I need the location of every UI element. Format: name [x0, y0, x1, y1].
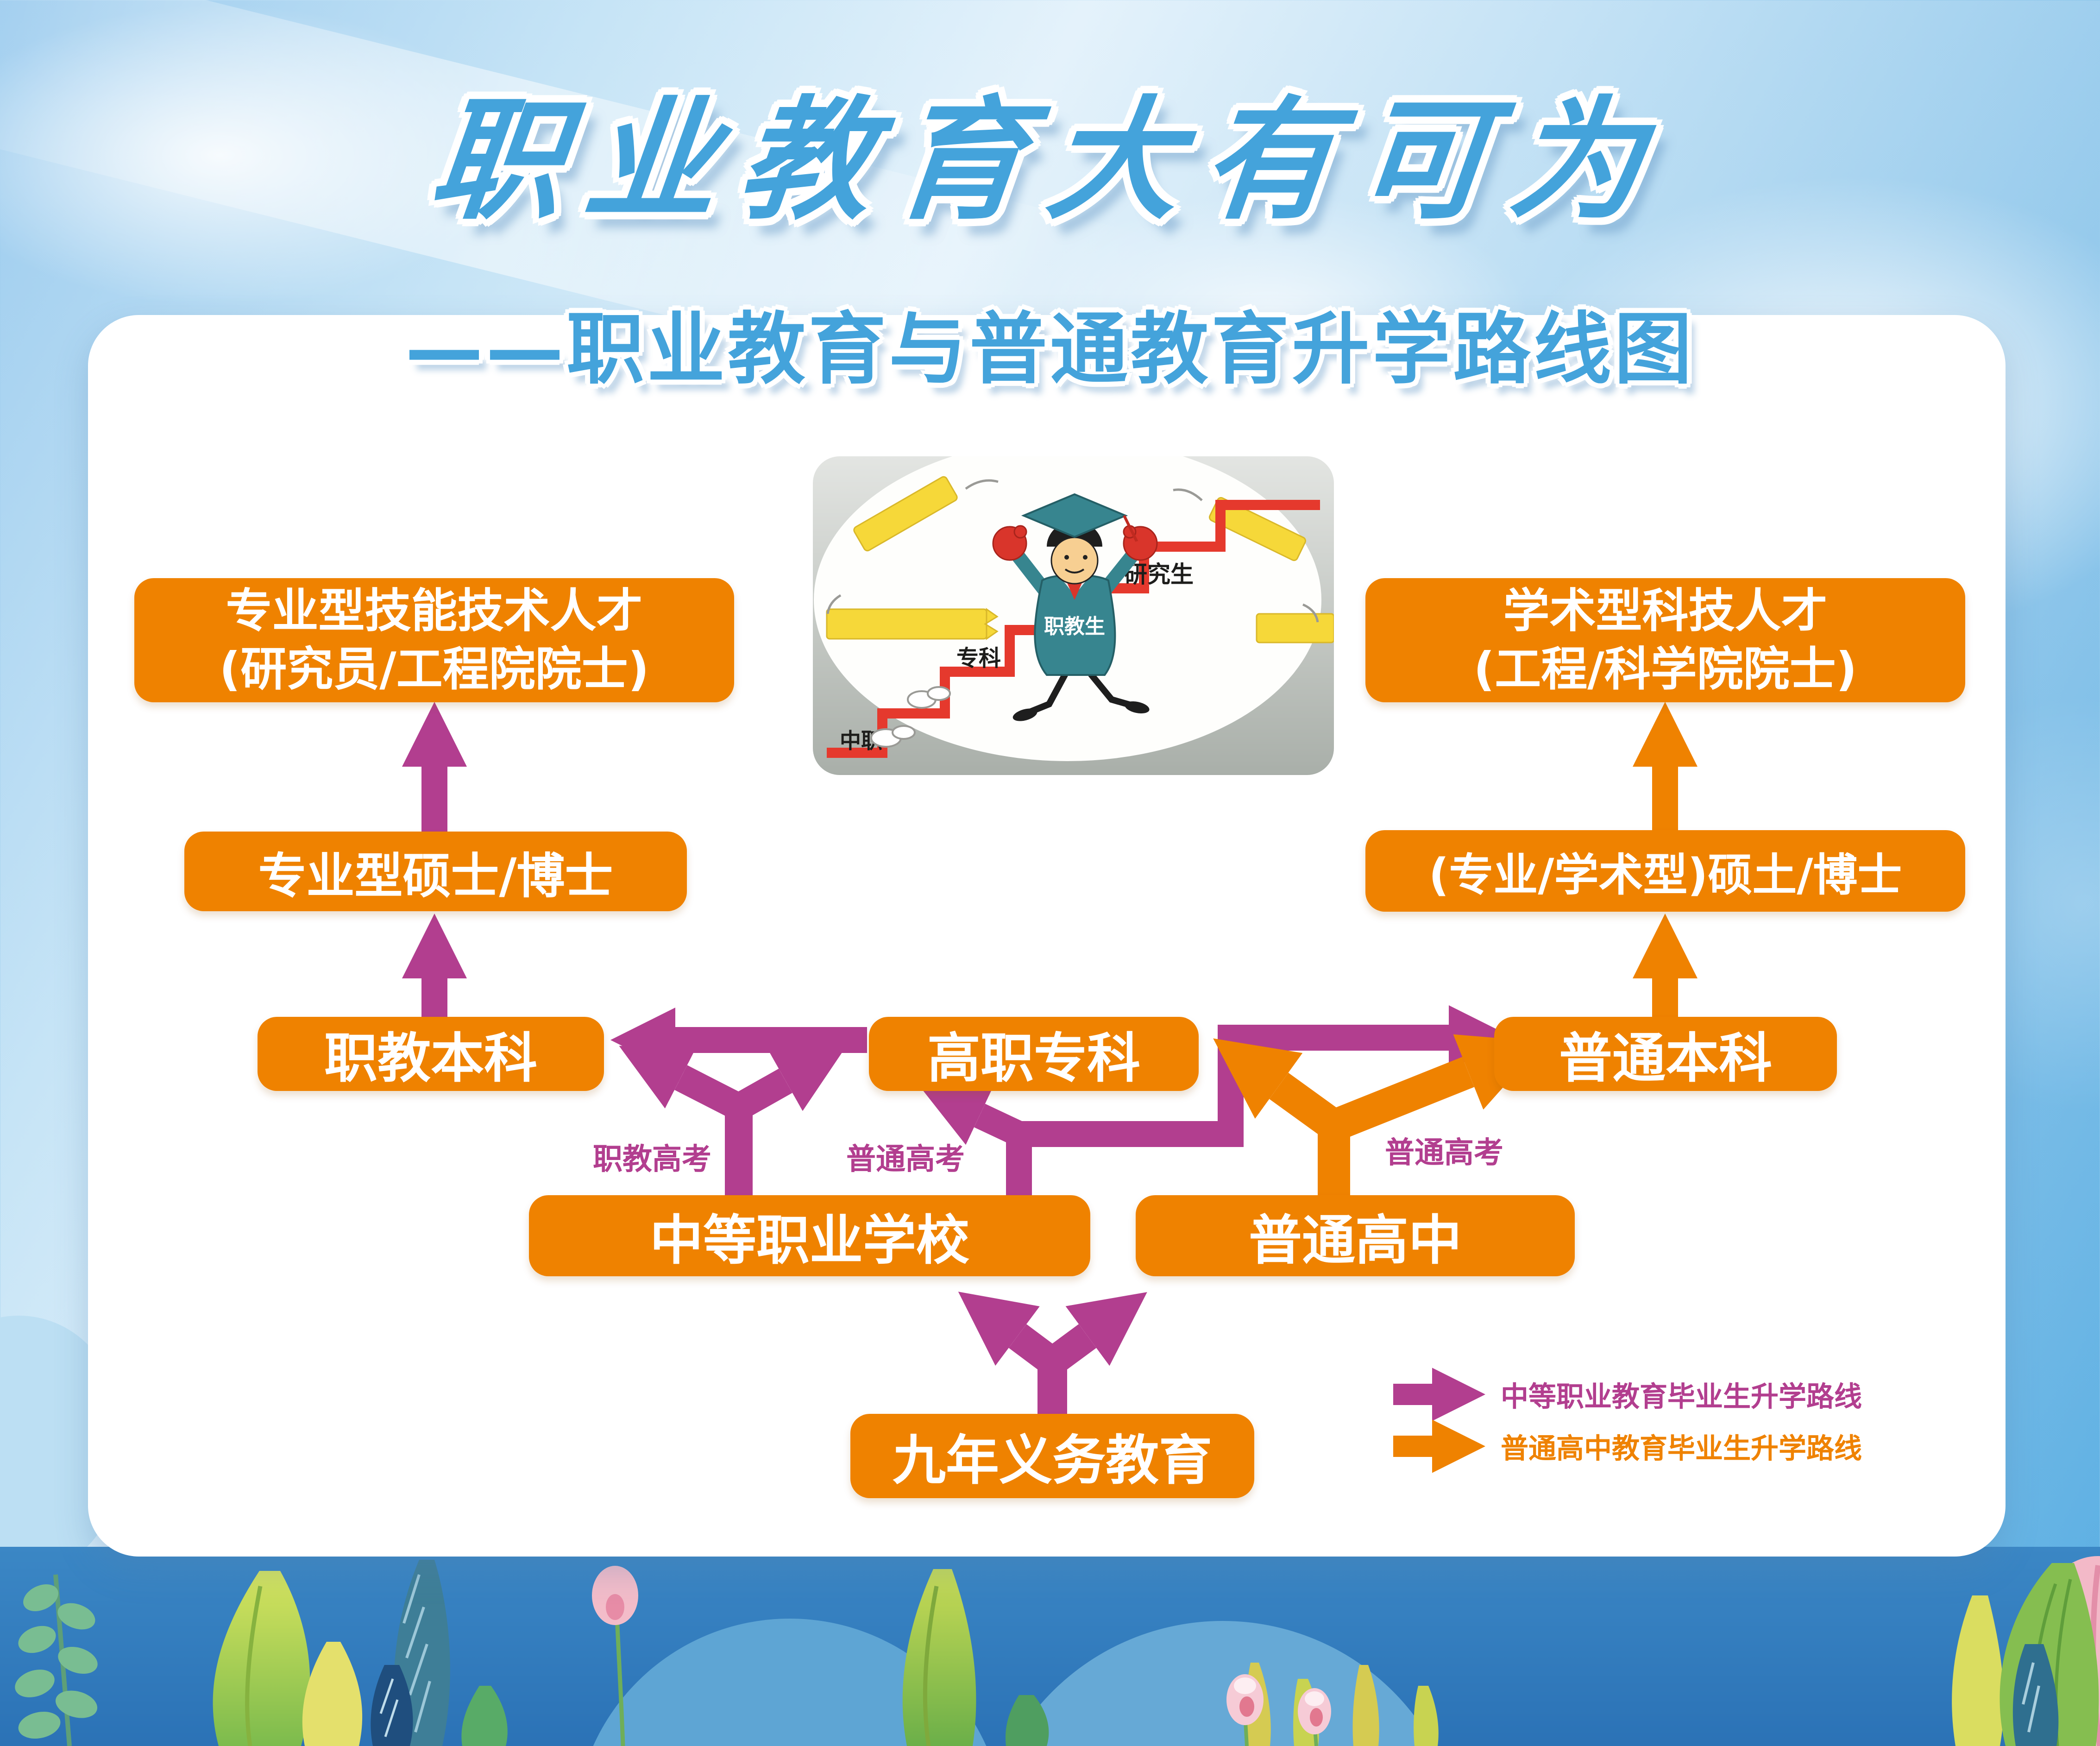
node-gen-bachelor-label: 普通本科 [1559, 1027, 1772, 1090]
cartoon-illustration: 中职 专科 本科 研究生 [813, 456, 1334, 775]
node-aca-master: (专业/学术型)硕土/博士 [1365, 830, 1965, 912]
plants-illustration [15, 1556, 2100, 1746]
node-aca-master-label: (专业/学术型)硕土/博士 [1428, 849, 1902, 901]
plants-center [1226, 1663, 1439, 1746]
node-aca-talent-line2: (工程/科学院院士) [1473, 642, 1857, 696]
node-gen-bachelor: 普通本科 [1494, 1017, 1837, 1091]
node-secondary-voc-label: 中等职业学校 [649, 1209, 969, 1272]
plants-right [1952, 1556, 2100, 1746]
node-higher-voc: 高职专科 [869, 1017, 1199, 1091]
legend-voc-route-label: 中等职业教育毕业生升学路线 [1501, 1380, 1862, 1413]
node-secondary-voc: 中等职业学校 [529, 1195, 1090, 1276]
node-voc-master-label: 专业型硕士/博士 [258, 847, 613, 904]
water-light-circle [593, 1619, 987, 1746]
node-gen-high-label: 普通高中 [1248, 1209, 1462, 1272]
graduate-badge-label: 职教生 [1044, 615, 1105, 638]
water-light-circle [1012, 1621, 1434, 1746]
node-voc-bachelor-label: 职教本科 [324, 1027, 537, 1090]
node-voc-talent-line2: (研究员/工程院院士) [219, 642, 649, 696]
node-compulsory-label: 九年义务教育 [892, 1430, 1212, 1492]
step-label-yanjiusheng: 研究生 [1124, 561, 1194, 588]
plants-left [15, 1560, 1049, 1746]
poster-subtitle: ——职业教育与普通教育升学路线图 [405, 304, 1695, 395]
node-compulsory: 九年义务教育 [850, 1414, 1254, 1498]
node-voc-talent-line1: 专业型技能技术人才 [226, 584, 643, 638]
step-label-zhuanke: 专科 [956, 645, 1001, 671]
water-band [0, 1547, 2100, 1746]
legend-gen-route-label: 普通高中教育毕业生升学路线 [1501, 1432, 1862, 1465]
node-voc-talent: 专业型技能技术人才 (研究员/工程院院士) [134, 578, 734, 702]
node-aca-talent-line1: 学术型科技人才 [1503, 584, 1828, 638]
node-voc-bachelor: 职教本科 [258, 1017, 604, 1091]
node-higher-voc-label: 高职专科 [927, 1027, 1140, 1090]
edge-label-gen-exam-right: 普通高考 [1385, 1136, 1503, 1170]
poster-title: 职业教育大有可为 [423, 84, 1674, 238]
motion-lines [826, 479, 1319, 623]
node-aca-talent: 学术型科技人才 (工程/科学院院士) [1365, 578, 1965, 702]
node-gen-high: 普通高中 [1136, 1195, 1575, 1276]
pencil-icon [826, 476, 1334, 643]
cloud-puff-icon [870, 686, 951, 748]
graduate-figure: 职教生 [992, 493, 1158, 721]
edge-label-gen-exam-left: 普通高考 [846, 1142, 965, 1177]
edge-label-voc-exam: 职教高考 [593, 1142, 711, 1177]
node-voc-master: 专业型硕士/博士 [184, 832, 687, 911]
